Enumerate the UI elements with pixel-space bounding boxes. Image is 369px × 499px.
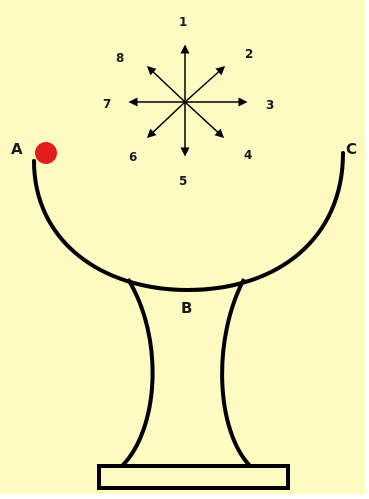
direction-label-1: 1 bbox=[179, 15, 187, 29]
direction-label-8: 8 bbox=[116, 51, 124, 65]
direction-label-7: 7 bbox=[103, 97, 111, 111]
point-label-b: B bbox=[181, 299, 192, 317]
stem-left bbox=[120, 277, 155, 468]
stem-right bbox=[220, 278, 252, 468]
direction-label-4: 4 bbox=[244, 148, 252, 162]
arrow-6 bbox=[146, 101, 186, 139]
goblet-base bbox=[97, 464, 290, 490]
point-label-a: A bbox=[11, 140, 23, 158]
direction-compass bbox=[128, 44, 248, 157]
direction-label-6: 6 bbox=[129, 150, 137, 164]
bowl-track bbox=[32, 151, 345, 293]
direction-label-2: 2 bbox=[245, 47, 253, 61]
arrow-4 bbox=[184, 101, 225, 139]
point-label-c: C bbox=[346, 140, 357, 158]
arrow-8 bbox=[146, 65, 186, 103]
ball bbox=[35, 142, 57, 164]
direction-label-5: 5 bbox=[179, 174, 187, 188]
arrow-2 bbox=[184, 65, 226, 103]
direction-label-3: 3 bbox=[266, 98, 274, 112]
